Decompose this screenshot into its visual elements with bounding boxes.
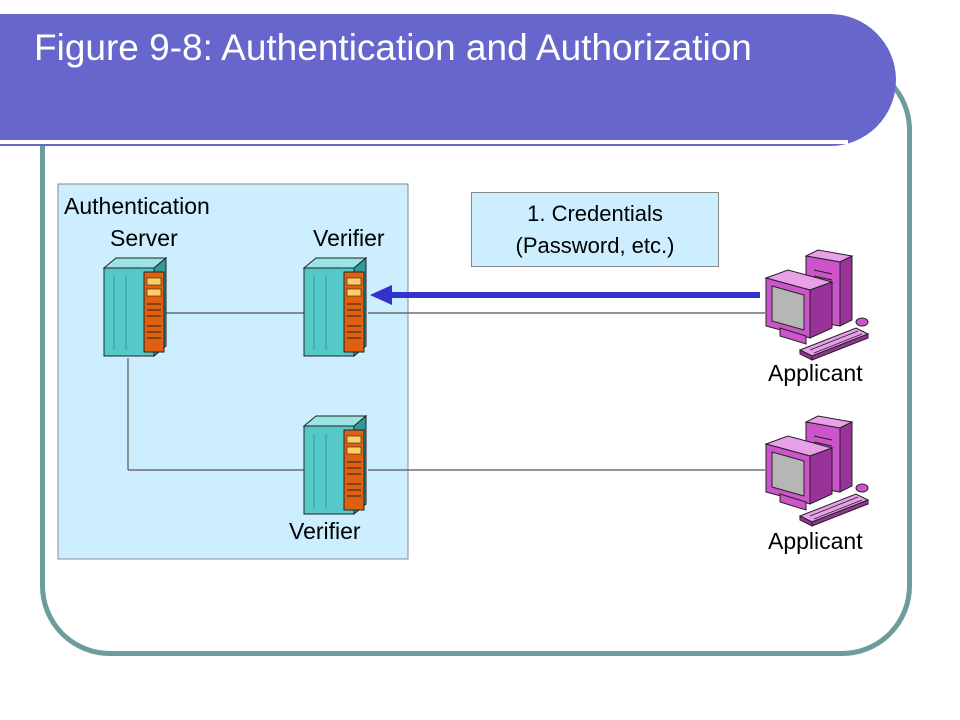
- title-bar: [0, 14, 896, 146]
- applicant-bottom-label: Applicant: [768, 528, 863, 554]
- network-links: [127, 312, 765, 471]
- callout-line2: (Password, etc.): [515, 233, 675, 258]
- credentials-callout: 1. Credentials (Password, etc.): [471, 192, 719, 267]
- verifier-server-top-icon: [303, 257, 367, 357]
- authentication-server-icon: [103, 257, 167, 357]
- title-underline: [0, 140, 848, 144]
- credentials-arrow: [370, 285, 760, 305]
- auth-server-label-line2: Server: [110, 225, 178, 251]
- callout-line1: 1. Credentials: [527, 201, 663, 226]
- verifier-bottom-label: Verifier: [289, 518, 361, 544]
- applicant-workstation-bottom-icon: [765, 415, 869, 527]
- verifier-server-bottom-icon: [303, 415, 367, 515]
- verifier-top-label: Verifier: [313, 225, 385, 251]
- slide-title: Figure 9-8: Authentication and Authoriza…: [34, 27, 752, 68]
- auth-server-label-line1: Authentication: [64, 193, 210, 219]
- applicant-workstation-top-icon: [765, 249, 869, 361]
- applicant-top-label: Applicant: [768, 360, 863, 386]
